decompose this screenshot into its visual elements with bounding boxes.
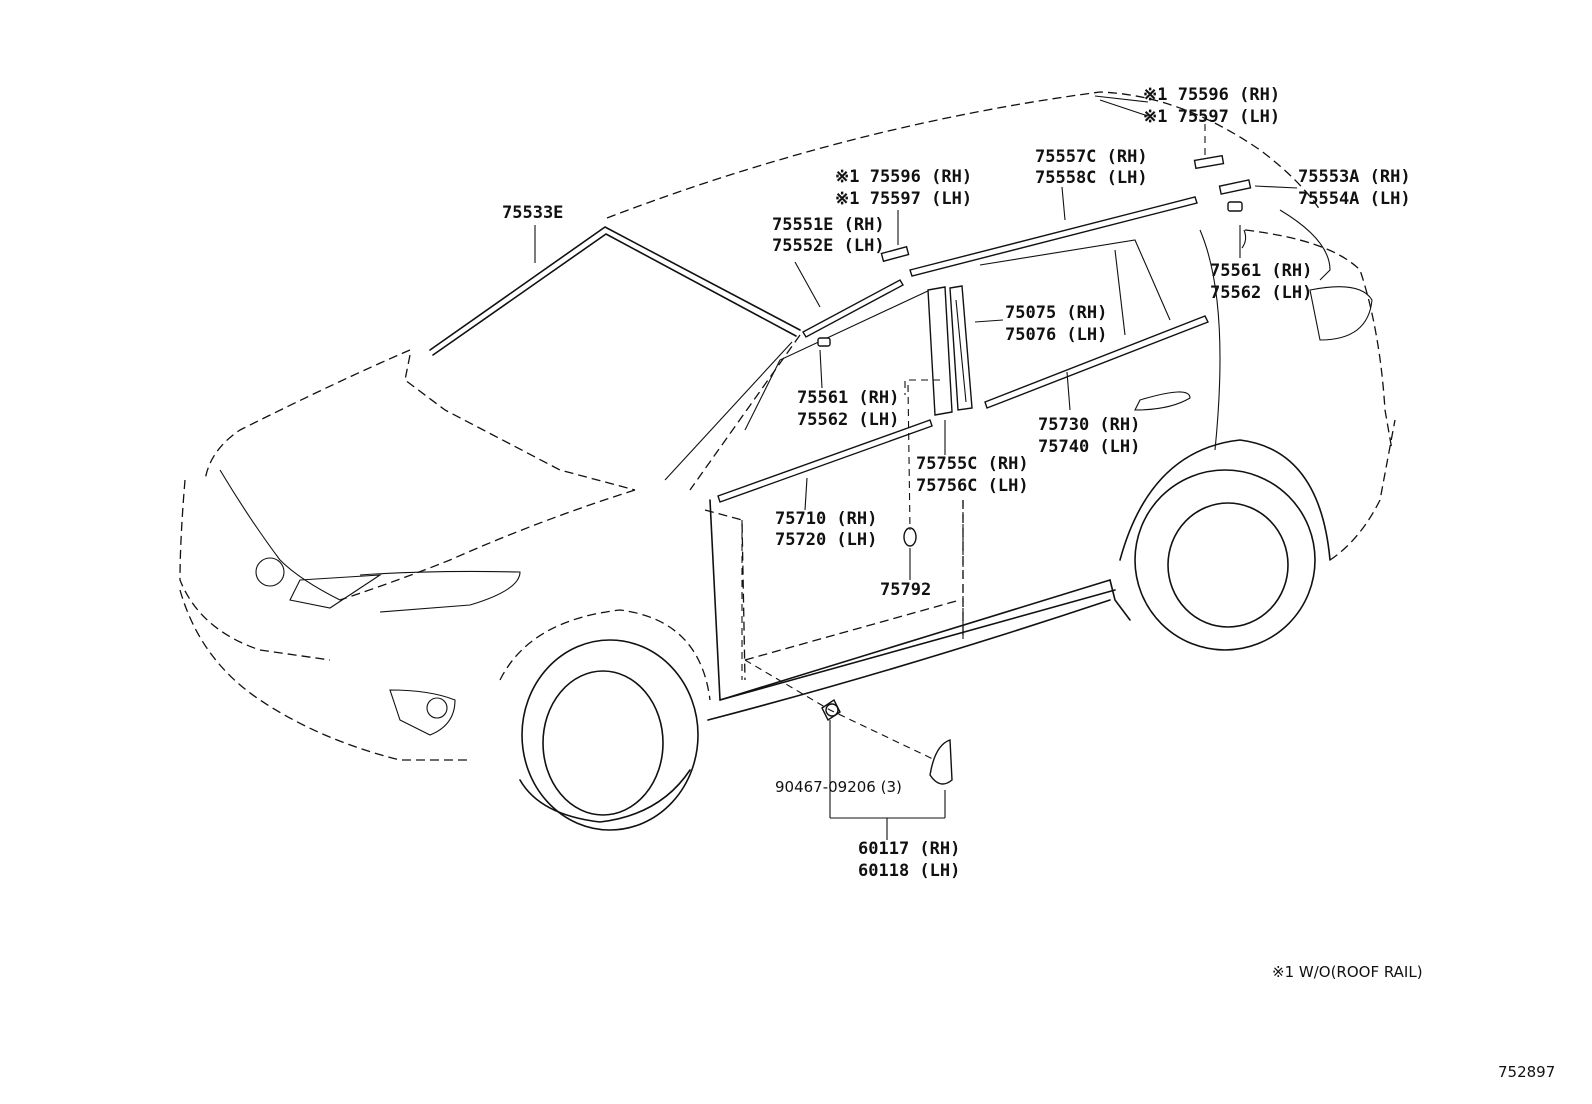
molding-clip-rear <box>1227 201 1247 249</box>
label-roof-end-lh: 75554A (LH) <box>1298 189 1411 209</box>
label-mudguard-lh: 60118 (LH) <box>858 861 960 881</box>
label-roof-front-lh: ※1 75597 (LH) <box>835 189 972 209</box>
label-roof-rear-rh: ※1 75596 (RH) <box>1143 85 1280 105</box>
leader-lines <box>534 95 1298 840</box>
roof-end-cover-front <box>880 245 910 263</box>
label-center-pillar-lh: 75756C (LH) <box>916 476 1029 496</box>
label-clip-front-rh: 75561 (RH) <box>797 388 899 408</box>
center-pillar-garnish <box>927 285 973 416</box>
roof-end-cover-rear <box>1193 154 1225 170</box>
label-windshield-molding: 75533E <box>502 203 563 223</box>
label-pillar-garnish-rh: 75075 (RH) <box>1005 303 1107 323</box>
label-roof-drip-rear-rh: 75557C (RH) <box>1035 147 1148 167</box>
label-center-pillar-rh: 75755C (RH) <box>916 454 1029 474</box>
footnote: ※1 W/O(ROOF RAIL) <box>1272 963 1423 981</box>
molding-clip-front <box>817 337 831 347</box>
vehicle-outline <box>179 91 1396 831</box>
label-front-belt-lh: 75720 (LH) <box>775 530 877 550</box>
label-clip-front-lh: 75562 (LH) <box>797 410 899 430</box>
label-mudguard-rh: 60117 (RH) <box>858 839 960 859</box>
label-rear-belt-lh: 75740 (LH) <box>1038 437 1140 457</box>
label-clip-rear-rh: 75561 (RH) <box>1210 261 1312 281</box>
roof-drip-molding-front <box>802 279 904 338</box>
label-clip-rear-lh: 75562 (LH) <box>1210 283 1312 303</box>
roof-drip-molding-rear <box>909 196 1198 277</box>
mudguard-part <box>929 739 953 785</box>
label-rear-belt-rh: 75730 (RH) <box>1038 415 1140 435</box>
rear-door-belt-molding <box>984 315 1209 409</box>
front-door-belt-molding <box>717 419 933 503</box>
label-roof-drip-front-lh: 75552E (LH) <box>772 236 885 256</box>
grommet-part <box>903 527 917 547</box>
roof-drip-end-cap <box>1218 179 1252 195</box>
label-grommet: 75792 <box>880 580 931 600</box>
figure-code: 752897 <box>1498 1063 1555 1081</box>
label-pillar-garnish-lh: 75076 (LH) <box>1005 325 1107 345</box>
callout-labels: 75533E ※1 75596 (RH) ※1 75597 (LH) ※1 75… <box>502 85 1411 881</box>
label-roof-front-rh: ※1 75596 (RH) <box>835 167 972 187</box>
label-roof-end-rh: 75553A (RH) <box>1298 167 1411 187</box>
label-clip-qty: 90467-09206 (3) <box>775 778 902 796</box>
label-roof-drip-rear-lh: 75558C (LH) <box>1035 168 1148 188</box>
label-front-belt-rh: 75710 (RH) <box>775 509 877 529</box>
label-roof-rear-lh: ※1 75597 (LH) <box>1143 107 1280 127</box>
label-roof-drip-front-rh: 75551E (RH) <box>772 215 885 235</box>
